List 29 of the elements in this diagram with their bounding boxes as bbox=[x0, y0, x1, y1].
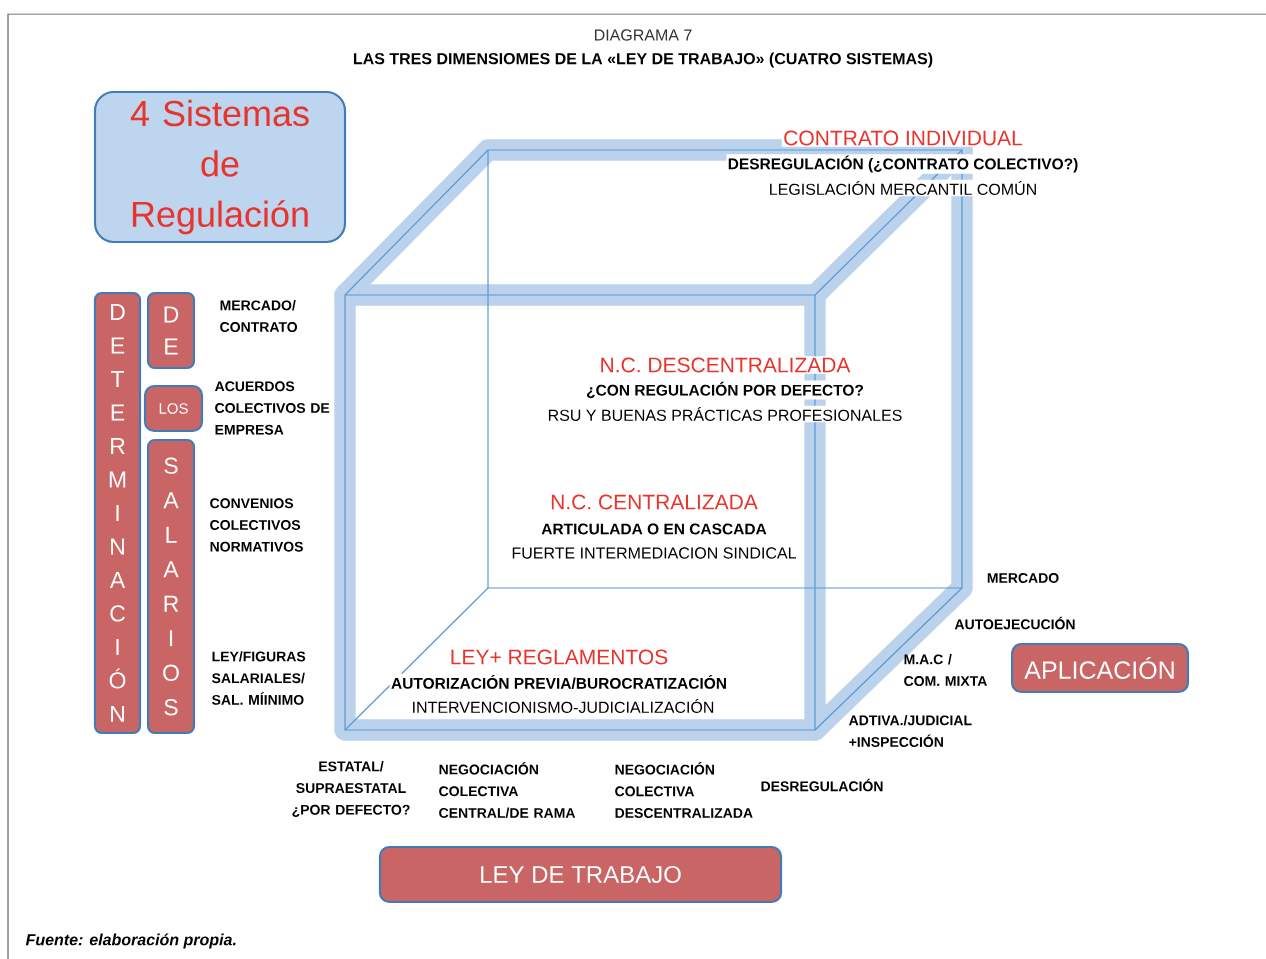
side-label: CONVENIOS COLECTIVOS NORMATIVOS bbox=[210, 498, 303, 552]
vertical-box: DETERMINACIÓN bbox=[93, 291, 142, 735]
diagram-title: LAS TRES DIMENSIOMES DE LA «LEY DE TRABAJO» (CUATRO SISTEMAS) bbox=[354, 52, 933, 68]
side-label: M.A.C / COM. MIXTA bbox=[904, 654, 987, 686]
category-box: APLICACIÓN bbox=[1010, 642, 1190, 694]
side-label: MERCADO bbox=[987, 573, 1059, 583]
source-note: Fuente: elaboración propia. bbox=[25, 933, 236, 949]
side-label: MERCADO/ CONTRATO bbox=[220, 300, 298, 332]
vertical-box: DE bbox=[146, 291, 196, 370]
side-label: NEGOCIACIÓN COLECTIVA CENTRAL/DE RAMA bbox=[439, 761, 576, 819]
side-label: DESREGULACIÓN bbox=[761, 778, 883, 792]
side-label: AUTOEJECUCIÓN bbox=[954, 616, 1075, 630]
system-line: ARTICULADA O EN CASCADA bbox=[539, 522, 769, 536]
vertical-box: SALARIOS bbox=[146, 438, 196, 735]
system-heading: LEY+ REGLAMENTOS bbox=[448, 648, 670, 666]
side-label: ESTATAL/ SUPRAESTATAL ¿POR DEFECTO? bbox=[292, 761, 410, 817]
system-heading: N.C. CENTRALIZADA bbox=[548, 493, 760, 511]
category-box: LEY DE TRABAJO bbox=[378, 845, 783, 904]
side-label: ACUERDOS COLECTIVOS DE EMPRESA bbox=[214, 381, 330, 435]
system-line: INTERVENCIONISMO-JUDICIALIZACIÓN bbox=[410, 697, 716, 715]
system-heading: N.C. DESCENTRALIZADA bbox=[598, 356, 852, 374]
diagram-number: DIAGRAMA 7 bbox=[595, 29, 692, 41]
system-heading: CONTRATO INDIVIDUAL bbox=[781, 129, 1025, 147]
system-line: FUERTE INTERMEDIACION SINDICAL bbox=[510, 546, 798, 560]
side-label: ADTIVA./JUDICIAL +INSPECCIÓN bbox=[848, 715, 972, 747]
title-box: 4 Sistemas de Regulación bbox=[93, 90, 347, 244]
side-label: NEGOCIACIÓN COLECTIVA DESCENTRALIZADA bbox=[615, 762, 753, 818]
side-label: LEY/FIGURAS SALARIALES/ SAL. MÍINIMO bbox=[212, 651, 306, 705]
word-box: LOS bbox=[143, 384, 204, 433]
